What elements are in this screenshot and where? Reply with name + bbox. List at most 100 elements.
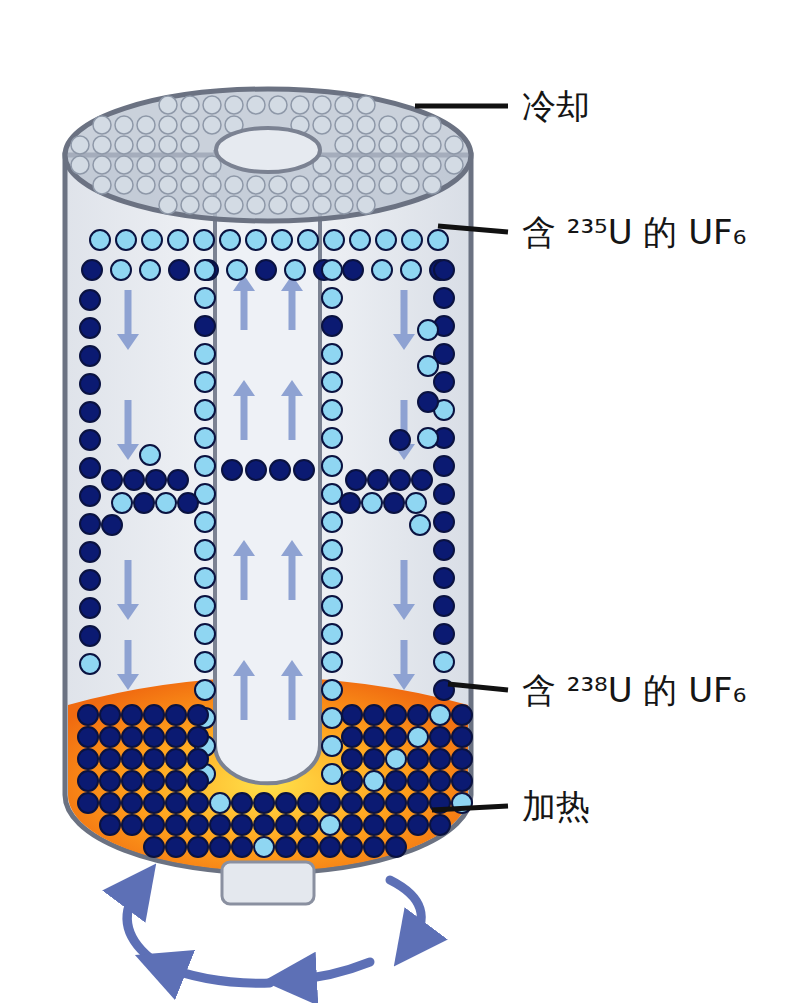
cap-molecule — [357, 196, 375, 214]
cap-molecule — [269, 176, 287, 194]
u238-molecule — [122, 815, 142, 835]
u238-molecule — [364, 727, 384, 747]
u238-molecule — [188, 705, 208, 725]
callout-label: 含 ²³⁵U 的 UF₆ — [520, 212, 748, 253]
u238-molecule — [232, 793, 252, 813]
u235-molecule — [418, 428, 438, 448]
flow-arrow — [241, 674, 248, 720]
u235-molecule — [322, 764, 342, 784]
u238-molecule — [430, 771, 450, 791]
u238-molecule — [122, 771, 142, 791]
u235-molecule — [322, 708, 342, 728]
u238-molecule — [102, 470, 122, 490]
cap-molecule — [335, 116, 353, 134]
u235-molecule — [350, 230, 370, 250]
u238-molecule — [232, 837, 252, 857]
cap-molecule — [401, 136, 419, 154]
u238-molecule — [364, 705, 384, 725]
u238-molecule — [342, 705, 362, 725]
cap-molecule — [93, 176, 111, 194]
flow-arrowhead — [281, 540, 303, 556]
u235-molecule — [254, 837, 274, 857]
u238-molecule — [80, 458, 100, 478]
u235-molecule — [116, 230, 136, 250]
cap-molecule — [181, 176, 199, 194]
u238-molecule — [144, 771, 164, 791]
cap-molecule — [93, 116, 111, 134]
u238-molecule — [364, 749, 384, 769]
flow-arrow — [289, 674, 296, 720]
flow-arrow — [289, 289, 296, 330]
u235-molecule — [322, 652, 342, 672]
u235-molecule — [195, 624, 215, 644]
u238-molecule — [434, 512, 454, 532]
u238-molecule — [122, 793, 142, 813]
u235-molecule — [418, 320, 438, 340]
u238-molecule — [298, 793, 318, 813]
u238-molecule — [122, 727, 142, 747]
u238-molecule — [298, 815, 318, 835]
u235-molecule — [112, 493, 132, 513]
u238-molecule — [276, 793, 296, 813]
u238-molecule — [100, 793, 120, 813]
u235-molecule — [195, 344, 215, 364]
cap-molecule — [93, 156, 111, 174]
u235-molecule — [408, 727, 428, 747]
u238-molecule — [80, 598, 100, 618]
u238-molecule — [169, 260, 189, 280]
u238-molecule — [232, 815, 252, 835]
u238-molecule — [386, 705, 406, 725]
u235-molecule — [195, 568, 215, 588]
cap-molecule — [357, 116, 375, 134]
u238-molecule — [276, 815, 296, 835]
u238-molecule — [78, 705, 98, 725]
cap-molecule — [291, 96, 309, 114]
cap-molecule — [159, 176, 177, 194]
cap-molecule — [291, 196, 309, 214]
u238-molecule — [434, 372, 454, 392]
u238-molecule — [386, 837, 406, 857]
u235-molecule — [195, 456, 215, 476]
u238-molecule — [384, 493, 404, 513]
leader-lines — [415, 106, 508, 810]
cap-molecule — [423, 156, 441, 174]
u235-molecule — [210, 793, 230, 813]
flow-arrows — [117, 275, 415, 720]
u238-molecule — [80, 542, 100, 562]
u238-molecule — [434, 624, 454, 644]
u238-molecule — [78, 793, 98, 813]
flow-arrowhead — [117, 604, 139, 620]
flow-arrowhead — [281, 660, 303, 676]
u238-molecule — [254, 793, 274, 813]
u238-molecule — [408, 793, 428, 813]
cap-molecule — [181, 136, 199, 154]
u238-molecule — [434, 596, 454, 616]
gas-molecules — [78, 230, 472, 857]
u235-molecule — [430, 705, 450, 725]
shaft — [222, 862, 314, 904]
u238-molecule — [195, 316, 215, 336]
callout-label: 加热 — [520, 786, 592, 827]
cap-molecule — [401, 176, 419, 194]
u238-molecule — [80, 430, 100, 450]
flow-arrow — [241, 289, 248, 330]
u238-molecule — [100, 749, 120, 769]
cap-molecule — [71, 136, 89, 154]
u235-molecule — [406, 493, 426, 513]
flow-arrow — [125, 640, 132, 676]
rotation-arrows — [127, 880, 421, 983]
u238-molecule — [434, 456, 454, 476]
u238-molecule — [80, 402, 100, 422]
u235-molecule — [322, 596, 342, 616]
cap-molecule — [313, 116, 331, 134]
u238-molecule — [346, 470, 366, 490]
cap-molecule — [335, 136, 353, 154]
flow-arrowhead — [281, 380, 303, 396]
u238-molecule — [178, 493, 198, 513]
cap-molecule — [115, 116, 133, 134]
u238-molecule — [144, 749, 164, 769]
u238-molecule — [188, 771, 208, 791]
u235-molecule — [322, 428, 342, 448]
cap-molecule — [357, 96, 375, 114]
u238-molecule — [146, 470, 166, 490]
